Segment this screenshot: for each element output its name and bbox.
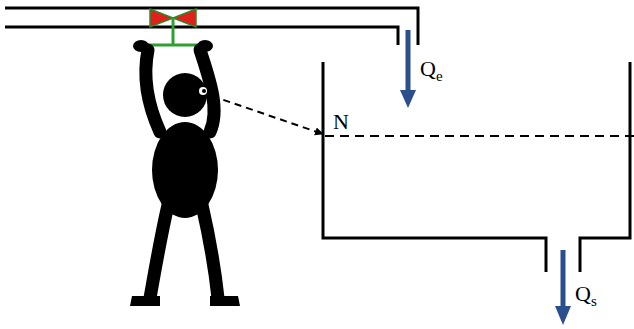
flow-label: Qe [420,58,443,80]
tank [323,62,630,272]
level-line [325,135,634,137]
outflow-arrow [555,250,571,325]
level-label: N [333,111,349,133]
sight-line [212,96,323,134]
inflow-arrow [400,30,416,108]
flow-label: Qs [575,283,597,305]
inlet-pipe [5,8,418,45]
operator-figure [130,40,240,306]
valve-symbol [148,9,199,45]
